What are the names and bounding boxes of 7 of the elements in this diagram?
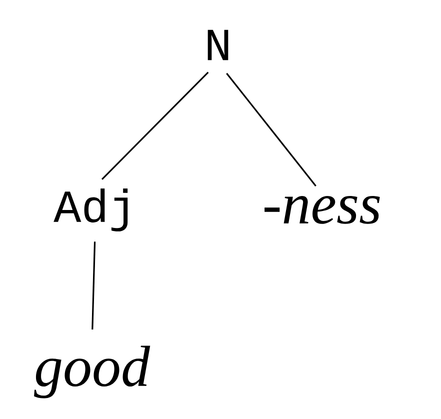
tree-branch [226,72,316,186]
tree-label: good [34,346,150,398]
tree-branch [101,72,209,180]
tree-label: -ness [264,196,380,224]
tree-branch [92,242,96,330]
tree-label: Adj [54,188,128,232]
tree-label: N [208,30,228,60]
